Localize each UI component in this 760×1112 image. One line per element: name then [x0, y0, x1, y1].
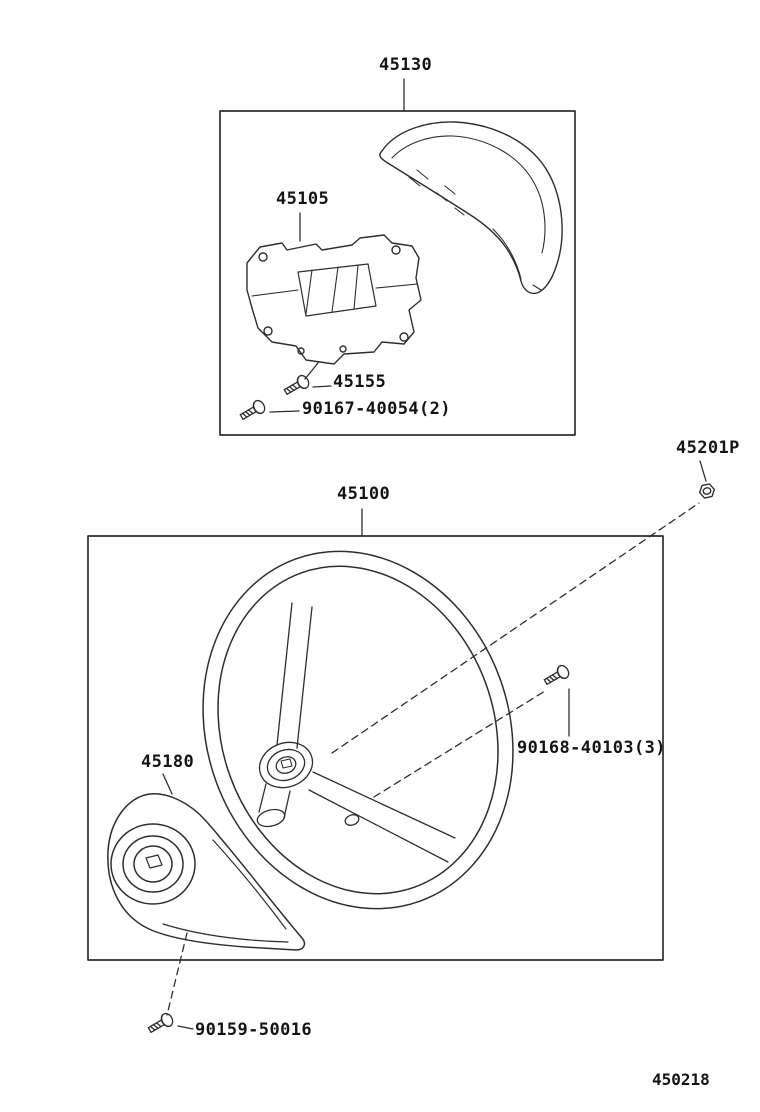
screw-90159-icon [145, 1010, 176, 1037]
wheel-hub [258, 741, 314, 789]
upper-assembly-box [219, 110, 576, 436]
steering-wheel-part [202, 550, 514, 910]
screw-45155-icon [281, 372, 312, 399]
lower-assembly-box [87, 535, 664, 961]
part-label-45201p: 45201P [676, 438, 740, 458]
part-label-90167-40054: 90167-40054(2) [302, 399, 451, 419]
screw-90168-icon [541, 662, 572, 689]
part-label-45105: 45105 [276, 189, 330, 209]
diagram-code: 450218 [652, 1070, 710, 1089]
part-label-90159-50016: 90159-50016 [195, 1020, 312, 1040]
horn-pad-part [379, 121, 563, 295]
part-label-45100: 45100 [337, 484, 391, 504]
nut-45201p-icon [697, 482, 717, 500]
bracket-part [246, 234, 422, 365]
part-label-45155: 45155 [333, 372, 387, 392]
screw-90167-icon [237, 397, 268, 424]
lower-cover-part [107, 793, 306, 951]
part-label-90168-40103: 90168-40103(3) [517, 738, 666, 758]
horn-pad-clip-marks [408, 169, 542, 291]
wheel-spokes [256, 602, 456, 863]
leader-lines [162, 78, 707, 1030]
part-label-45130: 45130 [379, 55, 433, 75]
part-label-45180: 45180 [141, 752, 195, 772]
assembly-dashed-lines [166, 502, 700, 1016]
